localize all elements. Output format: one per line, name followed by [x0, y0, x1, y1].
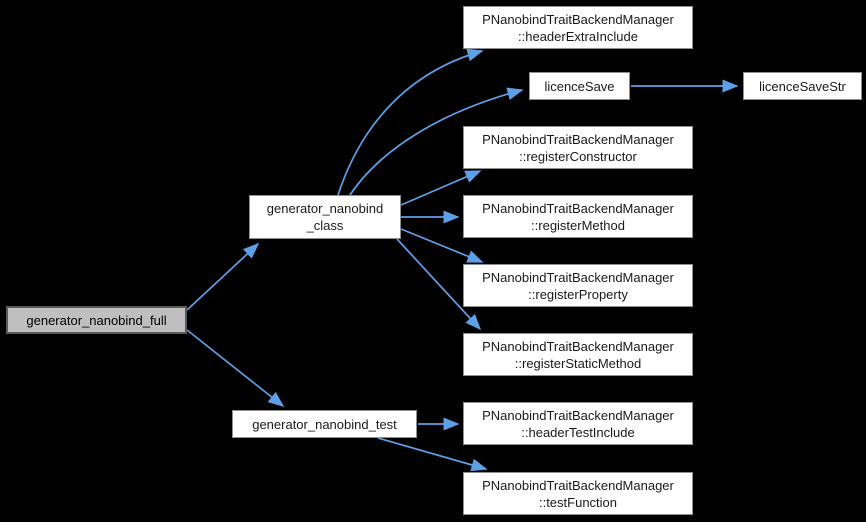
node-label-line2: ::headerTestInclude: [521, 424, 635, 440]
node-generator-nanobind-class[interactable]: generator_nanobind _class: [249, 195, 401, 239]
node-header-test-include[interactable]: PNanobindTraitBackendManager ::headerTes…: [463, 402, 693, 445]
node-label-line2: ::testFunction: [538, 494, 618, 510]
edge-class-to-header-extra-include: [337, 48, 484, 196]
node-licence-save-str[interactable]: licenceSaveStr: [743, 72, 862, 100]
node-label-line1: PNanobindTraitBackendManager: [482, 269, 674, 285]
node-label: licenceSave: [544, 78, 615, 94]
node-generator-nanobind-full: generator_nanobind_full: [6, 306, 187, 334]
node-label-line1: PNanobindTraitBackendManager: [482, 131, 674, 147]
node-label-line1: generator_nanobind: [266, 201, 384, 216]
node-register-static-method[interactable]: PNanobindTraitBackendManager ::registerS…: [463, 333, 693, 376]
node-label-line2: ::registerMethod: [531, 217, 625, 233]
node-register-property[interactable]: PNanobindTraitBackendManager ::registerP…: [463, 264, 693, 307]
node-register-method[interactable]: PNanobindTraitBackendManager ::registerM…: [463, 195, 693, 238]
edge-class-to-register-constructor: [400, 170, 482, 206]
edge-test-to-test-function: [377, 437, 488, 472]
node-label-line2: _class: [306, 218, 344, 233]
node-label-line2: ::registerStaticMethod: [514, 355, 642, 371]
node-label-line2: ::registerConstructor: [519, 148, 637, 164]
node-label-line1: PNanobindTraitBackendManager: [482, 200, 674, 216]
node-label-line2: ::registerProperty: [528, 286, 628, 302]
node-label-line1: PNanobindTraitBackendManager: [482, 407, 674, 423]
node-label-line1: PNanobindTraitBackendManager: [482, 477, 674, 493]
edge-class-to-register-static-method: [396, 238, 482, 331]
node-label-line1: PNanobindTraitBackendManager: [482, 11, 674, 27]
node-register-constructor[interactable]: PNanobindTraitBackendManager ::registerC…: [463, 126, 693, 169]
edge-class-to-licence-save: [349, 87, 524, 196]
edge-full-to-class: [186, 242, 260, 311]
node-header-extra-include[interactable]: PNanobindTraitBackendManager ::headerExt…: [463, 6, 693, 49]
node-label: generator_nanobind_test: [252, 416, 397, 432]
node-label-line1: PNanobindTraitBackendManager: [482, 338, 674, 354]
node-label: licenceSaveStr: [759, 78, 846, 94]
edge-full-to-test: [186, 329, 285, 408]
node-label: generator_nanobind_full: [26, 312, 167, 328]
edge-class-to-register-property: [400, 228, 484, 263]
node-generator-nanobind-test[interactable]: generator_nanobind_test: [232, 410, 417, 438]
node-test-function[interactable]: PNanobindTraitBackendManager ::testFunct…: [463, 472, 693, 515]
node-label-line2: ::headerExtraInclude: [518, 28, 638, 44]
node-licence-save[interactable]: licenceSave: [529, 72, 630, 100]
